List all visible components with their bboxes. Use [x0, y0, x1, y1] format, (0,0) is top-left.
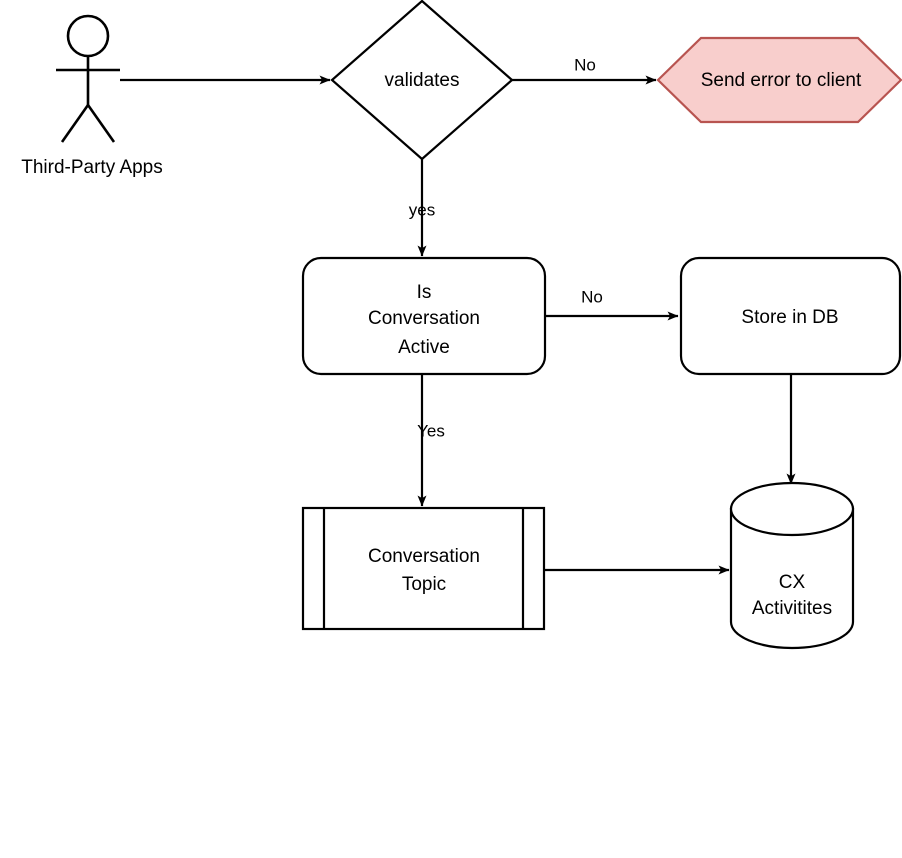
node-is-conversation-active-line1: Is — [417, 282, 432, 303]
node-cx-activities-line2: Activitites — [752, 598, 832, 619]
actor-third-party-apps[interactable]: Third-Party Apps — [21, 14, 163, 178]
node-conversation-topic-line2: Topic — [402, 574, 446, 595]
predefined-process-shape — [301, 506, 546, 631]
node-is-conversation-active-line2: Conversation — [368, 308, 480, 329]
actor-left-leg-icon — [60, 104, 90, 143]
edge-label-no-validates: No — [574, 55, 596, 74]
edge-label-yes-validates: yes — [409, 200, 435, 219]
node-is-conversation-active[interactable]: Is Conversation Active — [301, 256, 547, 376]
node-store-in-db-label: Store in DB — [741, 307, 838, 328]
edge-active-to-conversation-topic: Yes — [417, 374, 445, 507]
node-send-error-to-client[interactable]: Send error to client — [656, 36, 902, 124]
hexagon-shape — [656, 36, 902, 124]
cylinder-body-shape — [729, 507, 855, 650]
node-cx-activities-line1: CX — [779, 572, 806, 593]
node-is-conversation-active-line3: Active — [398, 337, 450, 358]
node-validates-label: validates — [385, 70, 460, 91]
node-store-in-db[interactable]: Store in DB — [679, 256, 902, 376]
edge-label-yes-active: Yes — [417, 421, 445, 440]
node-cx-activities[interactable]: CX Activitites — [729, 481, 855, 650]
actor-right-leg-icon — [86, 104, 116, 143]
node-validates[interactable]: validates — [330, 0, 514, 161]
actor-label: Third-Party Apps — [21, 157, 163, 178]
edge-active-to-store-in-db: No — [545, 287, 679, 321]
node-conversation-topic-line1: Conversation — [368, 546, 480, 567]
edge-validates-to-send-error: No — [512, 55, 657, 85]
edge-validates-to-is-conversation-active: yes — [409, 159, 435, 257]
node-send-error-label: Send error to client — [701, 70, 862, 91]
cylinder-top-ellipse — [729, 481, 855, 537]
edge-label-no-active: No — [581, 287, 603, 306]
node-conversation-topic[interactable]: Conversation Topic — [301, 506, 546, 631]
actor-head-icon — [66, 14, 110, 58]
